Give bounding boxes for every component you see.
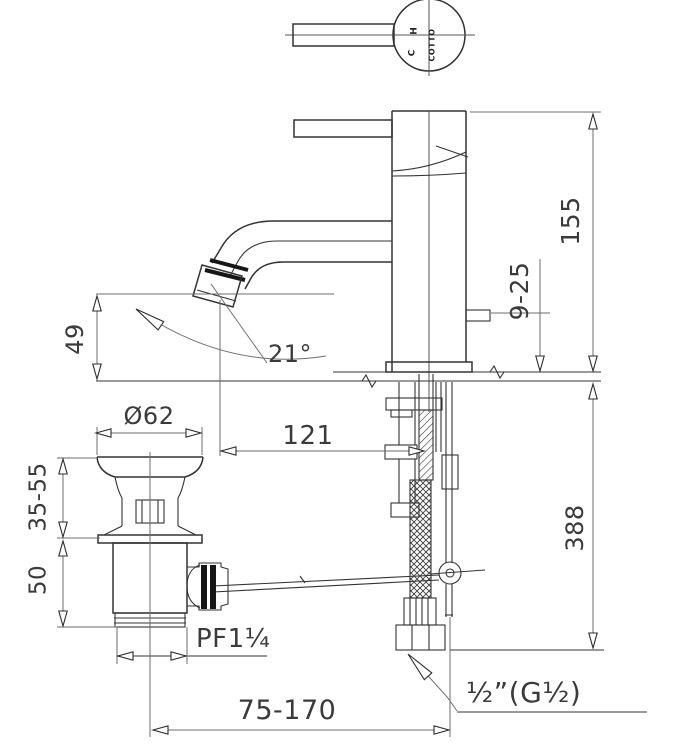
dimension-lines [57, 111, 647, 737]
cold-marker: C [408, 49, 418, 56]
dim-flange-diameter: Ø62 [124, 402, 175, 430]
break-mark [361, 373, 377, 389]
supply-hex-nut [395, 624, 446, 651]
dim-spout-reach: 121 [282, 421, 333, 451]
dim-height-above-deck: 155 [556, 196, 585, 245]
dim-popup-body-height: 50 [26, 565, 52, 595]
dimension-labels: 155 9-25 49 21° Ø62 121 388 35-55 50 PF1… [26, 196, 590, 726]
dim-popup-height-range: 35-55 [26, 462, 52, 531]
handle-lever-side [293, 119, 393, 138]
aerator-tip [192, 264, 243, 308]
popup-drain-assembly [96, 456, 229, 628]
seal-ring [201, 565, 207, 609]
arc-arrowhead [132, 304, 165, 331]
drain-tee-fitting [187, 562, 229, 611]
cartridge-collar [391, 151, 467, 172]
dim-waste-thread: PF1¼ [196, 624, 270, 654]
lift-rod-coupling [441, 454, 459, 490]
threaded-shank [418, 409, 434, 481]
popup-rod-knob [465, 309, 491, 322]
seal-ring [210, 565, 216, 609]
dim-spout-outlet-height: 49 [61, 323, 89, 355]
dim-spout-angle: 21° [268, 340, 312, 368]
rod-guide-foot [390, 502, 420, 518]
hot-marker: H [410, 27, 420, 35]
mounting-nut [385, 397, 443, 411]
dim-rod-offset-range: 75-170 [238, 695, 337, 726]
faucet-body [293, 110, 491, 412]
dim-supply-thread: ½”(G½) [466, 676, 581, 709]
below-deck-assembly [212, 374, 486, 651]
dim-deck-thickness: 9-25 [505, 262, 534, 321]
dim-depth-below-deck: 388 [561, 504, 589, 551]
spout [132, 220, 392, 364]
brand-mark: COTTO [428, 28, 437, 61]
top-view-handle: H C COTTO [285, 0, 475, 76]
handle-lever-top [292, 23, 395, 47]
hose-fitting [403, 597, 437, 626]
popup-linkage-rod [212, 574, 440, 587]
break-mark [489, 364, 505, 380]
countertop [96, 364, 601, 389]
linkage-ball-joint [438, 561, 462, 585]
